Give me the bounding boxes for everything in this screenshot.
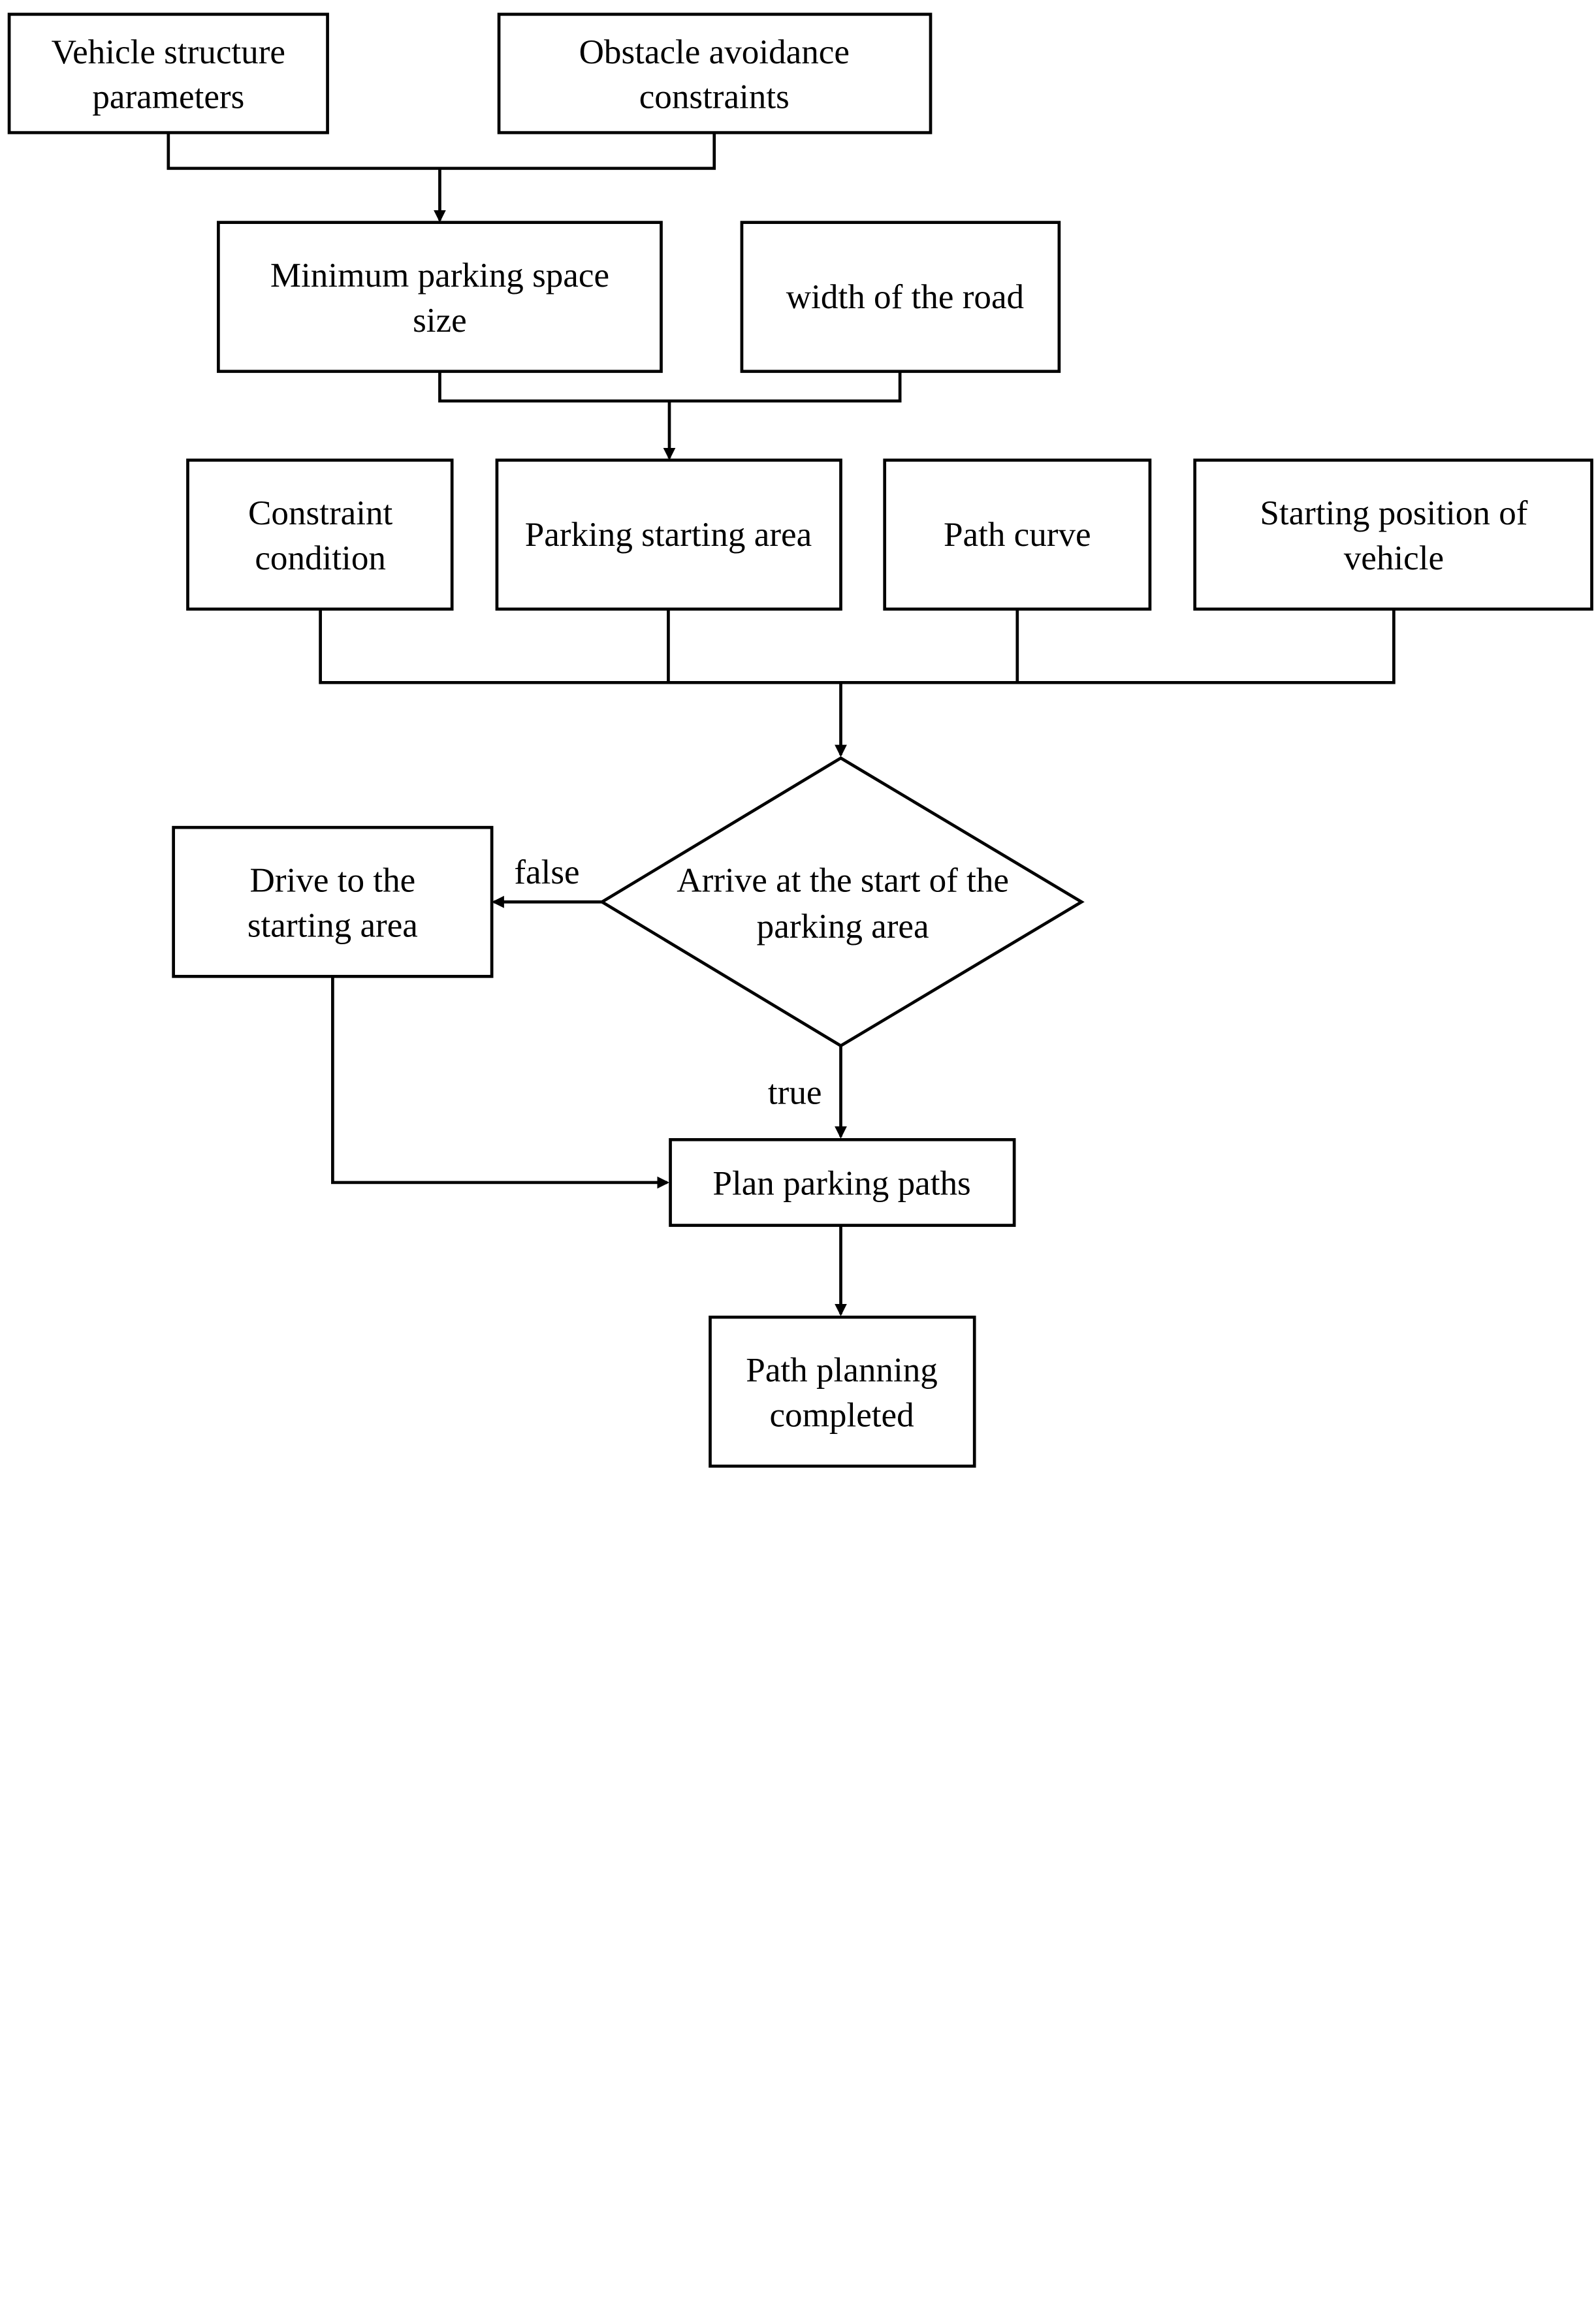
decision-label: Arrive at the start of the: [677, 862, 1009, 900]
node-label: constraints: [639, 78, 790, 116]
node-drive-to-starting-area: Drive to the starting area: [172, 825, 494, 978]
node-label: Path curve: [944, 516, 1091, 554]
node-label: condition: [255, 539, 386, 577]
node-label: Vehicle structure: [52, 33, 285, 71]
node-starting-position-of-vehicle: Starting position of vehicle: [1193, 458, 1593, 611]
node-label: size: [413, 302, 467, 340]
node-label: starting area: [247, 906, 418, 944]
node-constraint-condition: Constraint condition: [186, 458, 454, 611]
decision-arrive-at-start: Arrive at the start of the parking area: [599, 756, 1085, 1048]
node-width-of-the-road: width of the road: [740, 221, 1061, 374]
node-label: width of the road: [786, 278, 1024, 316]
arrow-drive-to-plan: [331, 976, 669, 1189]
node-plan-parking-paths: Plan parking paths: [669, 1137, 1016, 1227]
connector-row3: [319, 609, 1396, 684]
node-label: parameters: [92, 78, 244, 116]
node-label: Plan parking paths: [712, 1165, 970, 1203]
node-vehicle-structure-parameters: Vehicle structure parameters: [7, 12, 329, 135]
node-label: Obstacle avoidance: [579, 33, 850, 71]
flowchart-canvas: Vehicle structure parameters Obstacle av…: [7, 12, 1593, 1468]
node-label: Parking starting area: [525, 516, 812, 554]
decision-label: parking area: [757, 908, 929, 946]
node-label: Starting position of: [1260, 494, 1527, 532]
node-label: vehicle: [1344, 539, 1444, 577]
node-path-curve: Path curve: [883, 458, 1152, 611]
node-label: Drive to the: [250, 862, 416, 900]
node-label: completed: [769, 1396, 914, 1434]
node-path-planning-completed: Path planning completed: [709, 1315, 976, 1468]
node-label: Minimum parking space: [270, 257, 609, 294]
edge-label-true: true: [768, 1074, 822, 1112]
node-parking-starting-area: Parking starting area: [495, 458, 842, 611]
node-label: Constraint: [248, 494, 393, 532]
edge-label-false: false: [514, 853, 579, 891]
connector-row2: [438, 371, 902, 403]
node-obstacle-avoidance-constraints: Obstacle avoidance constraints: [497, 12, 933, 135]
connector-row1: [167, 133, 716, 170]
node-minimum-parking-space-size: Minimum parking space size: [217, 221, 663, 374]
node-label: Path planning: [746, 1352, 938, 1390]
